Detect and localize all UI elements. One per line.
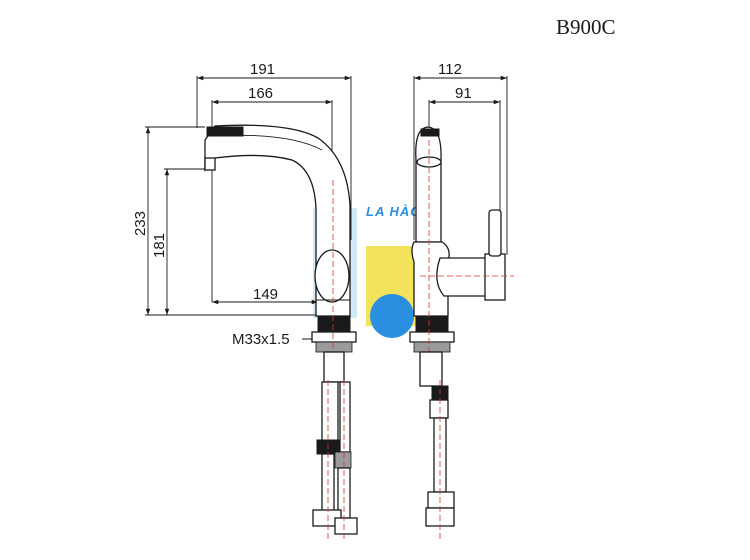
handle-knob-front [484,253,506,301]
thread-label: M33x1.5 [232,331,290,348]
shank-front [419,351,443,387]
hose-front-nut-upper [427,491,455,509]
faucet-side [204,124,357,380]
watermark-blue-dot [370,294,414,338]
handle-cap [314,249,350,303]
hose-right-upper [339,381,351,453]
handle-lever-front [488,209,502,257]
mount-base-dark [317,315,351,333]
spout-front [415,126,442,243]
spray-head-band [206,126,244,137]
hose-front-fitting [429,399,449,419]
watermark-text: LA HÀO [366,204,421,219]
supply-hoses-side [312,351,358,540]
hose-left-upper [321,381,339,443]
mount-base-dark-front [415,315,449,333]
dim-label-91: 91 [455,85,472,102]
spray-outlet [204,157,216,171]
dim-label-166: 166 [248,85,273,102]
mount-nut-front [413,341,451,353]
mount-flange-front [409,331,455,343]
spray-head-band-front [420,128,440,137]
mount-flange [311,331,357,343]
spout-body [204,124,351,317]
dim-label-181: 181 [151,233,168,258]
dim-label-191: 191 [250,61,275,78]
faucet-front [409,126,514,380]
handle-base-front [436,257,488,297]
hose-right-coupler [334,451,352,469]
shank-side [323,351,345,383]
dim-label-149: 149 [253,286,278,303]
side-view: 191 166 233 181 149 M33x1.5 [132,61,358,540]
dim-label-233: 233 [132,211,149,236]
supply-hoses-front [419,351,455,540]
mount-nut [315,341,353,353]
hose-right-nut [334,517,358,535]
front-view: 112 91 [409,61,514,540]
dim-label-112: 112 [438,61,462,78]
model-code: B900C [556,15,616,39]
